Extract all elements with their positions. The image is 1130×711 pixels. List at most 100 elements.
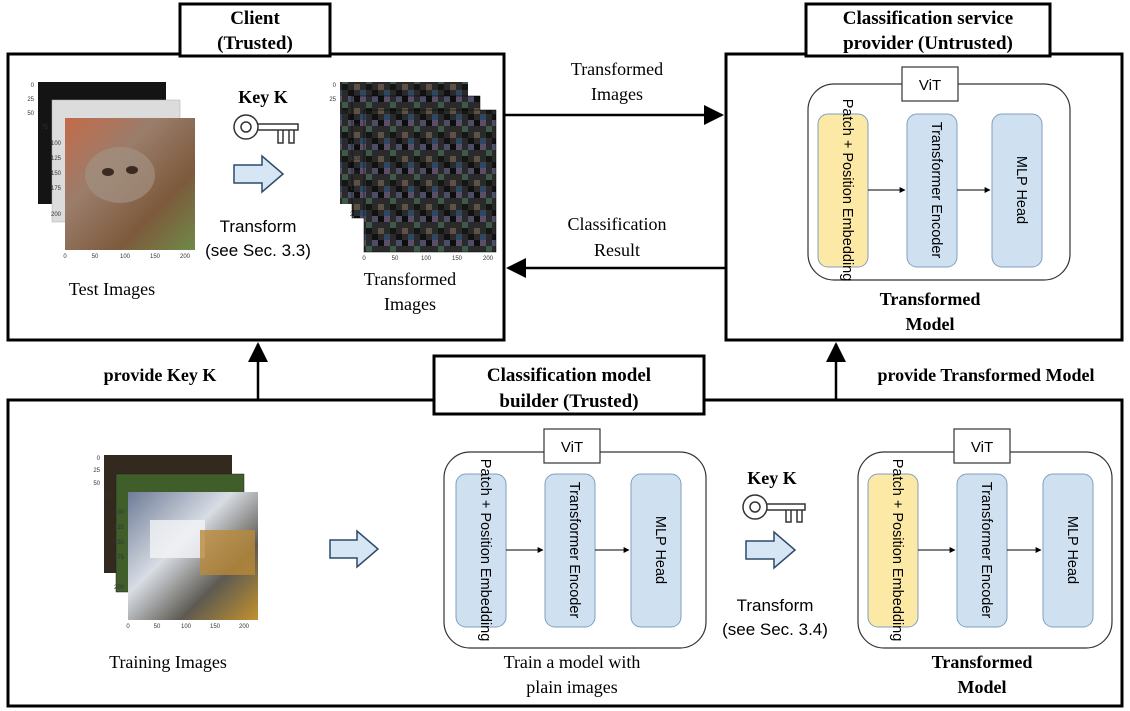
plain-vit-label: ViT (561, 439, 583, 456)
transformed-y-tick: 150 (350, 171, 361, 177)
plain-vit-model: ViT Patch + Position Embedding Transform… (443, 428, 707, 649)
plain-caption-line1: Train a model with (504, 652, 641, 672)
provider-mlp-block (991, 113, 1043, 268)
train-x-tick: 100 (181, 624, 192, 630)
transformed-axis-y-ticks: 0 25 50 75 100 125 150 175 200 (329, 83, 360, 218)
test-y-tick: 175 (51, 186, 62, 192)
transformed-x-tick: 0 (362, 256, 366, 262)
transformed-embedding-label: Patch + Position Embedding (889, 459, 905, 642)
transformed-mlp-block (1042, 473, 1094, 628)
test-y-tick: 25 (27, 97, 34, 103)
train-axis-x-ticks: 0 50 100 150 200 (126, 624, 249, 630)
test-y-tick: 0 (31, 83, 35, 89)
transformed-y-tick: 0 (333, 83, 337, 89)
to-provider-label-line1: Transformed (571, 59, 663, 79)
train-y-tick: 50 (93, 481, 100, 487)
transformed-images-stack: 0 25 50 75 100 125 150 175 200 0 50 100 … (329, 82, 497, 262)
provider-mlp-label: MLP Head (1013, 156, 1029, 224)
train-y-tick: 175 (114, 555, 125, 561)
builder-transform-line2: (see Sec. 3.4) (722, 620, 828, 639)
provider-title-box (804, 2, 1052, 58)
plain-mlp-block (630, 473, 682, 628)
transformed-y-tick: 200 (350, 212, 361, 218)
client-transform-line1: Transform (220, 217, 297, 236)
builder-model-line2: Model (958, 677, 1007, 697)
test-y-tick: 125 (51, 156, 62, 162)
test-x-tick: 100 (120, 254, 131, 260)
transformed-y-tick: 50 (341, 111, 348, 117)
key-icon (233, 114, 299, 144)
transformed-images-line1: Transformed (364, 269, 456, 289)
transformed-x-tick: 100 (421, 256, 432, 262)
transformed-x-tick: 200 (483, 256, 494, 262)
test-y-tick: 150 (51, 171, 62, 177)
client-panel: Client (Trusted) 0 25 50 75 100 125 150 … (6, 2, 506, 342)
transformed-y-tick: 175 (350, 186, 361, 192)
transform-arrow-icon (233, 154, 285, 194)
provider-vit-model: ViT Patch + Position Embedding Transform… (807, 66, 1071, 282)
training-images-stack: 0 25 50 75 100 125 150 175 200 0 50 100 … (93, 455, 258, 630)
provider-panel: Classification service provider (Untrust… (724, 2, 1124, 342)
plain-mlp-label: MLP Head (652, 516, 668, 584)
test-y-tick: 100 (51, 141, 62, 147)
provider-vit-label-box (901, 66, 959, 102)
client-transform-line2: (see Sec. 3.3) (205, 241, 311, 260)
to-provider-label-line2: Images (591, 84, 643, 104)
train-x-tick: 150 (210, 624, 221, 630)
client-title-line1: Client (230, 8, 280, 29)
transformed-y-tick: 75 (353, 125, 360, 131)
builder-key-label: Key K (747, 468, 797, 488)
train-y-tick: 25 (93, 468, 100, 474)
test-y-tick: 200 (51, 212, 62, 218)
test-y-tick: 75 (41, 125, 48, 131)
transformed-y-tick: 125 (350, 156, 361, 162)
client-title-box (178, 2, 332, 58)
plain-embedding-label: Patch + Position Embedding (477, 459, 493, 642)
flow-arrows: Transformed Images Classification Result (504, 59, 726, 278)
builder-model-line1: Transformed (932, 652, 1033, 672)
provider-title-line2: provider (Untrusted) (843, 33, 1013, 54)
to-client-label-line1: Classification (568, 214, 667, 234)
train-x-tick: 50 (154, 624, 161, 630)
transformed-vit-label: ViT (971, 439, 993, 456)
builder-transform-line1: Transform (737, 596, 814, 615)
to-client-label-line2: Result (594, 240, 640, 260)
plain-vit-label-box (543, 428, 601, 464)
provider-embedding-label: Patch + Position Embedding (839, 99, 855, 282)
test-images-label: Test Images (69, 279, 155, 299)
client-key-label: Key K (238, 87, 288, 107)
transformed-y-tick: 25 (329, 97, 336, 103)
test-axis-y-ticks: 0 25 50 75 100 125 150 175 200 (27, 83, 61, 218)
train-y-tick: 75 (105, 494, 112, 500)
test-images-stack: 0 25 50 75 100 125 150 175 200 0 50 100 … (27, 82, 195, 260)
test-axis-x-ticks: 0 50 100 150 200 (63, 254, 190, 260)
test-x-tick: 150 (150, 254, 161, 260)
provider-encoder-label: Transformer Encoder (928, 122, 944, 259)
transformed-x-tick: 50 (392, 256, 399, 262)
training-images-label: Training Images (109, 652, 227, 672)
builder-title-line1: Classification model (487, 365, 651, 386)
provider-vit-label: ViT (919, 77, 941, 94)
key-icon (742, 494, 806, 523)
upward-arrows: provide Key K provide Transformed Model (104, 342, 1095, 400)
builder-transform-arrow-icon (745, 530, 797, 570)
transformed-mlp-label: MLP Head (1064, 516, 1080, 584)
transformed-vit-model: ViT Patch + Position Embedding Transform… (857, 428, 1113, 649)
transformed-encoder-label: Transformer Encoder (978, 482, 994, 619)
builder-title-box (432, 354, 706, 416)
train-arrow-icon (329, 529, 380, 569)
train-y-tick: 100 (114, 510, 125, 516)
test-x-tick: 200 (180, 254, 191, 260)
provider-model-line2: Model (906, 314, 955, 334)
train-y-tick: 150 (114, 540, 125, 546)
train-axis-y-ticks: 0 25 50 75 100 125 150 175 200 (93, 456, 124, 591)
train-y-tick: 125 (114, 525, 125, 531)
provide-key-label: provide Key K (104, 365, 217, 385)
train-y-tick: 200 (114, 585, 125, 591)
plain-caption-line2: plain images (526, 677, 617, 697)
test-x-tick: 0 (63, 254, 67, 260)
provider-title-line1: Classification service (843, 8, 1013, 29)
train-x-tick: 0 (126, 624, 130, 630)
transformed-images-line2: Images (384, 294, 436, 314)
